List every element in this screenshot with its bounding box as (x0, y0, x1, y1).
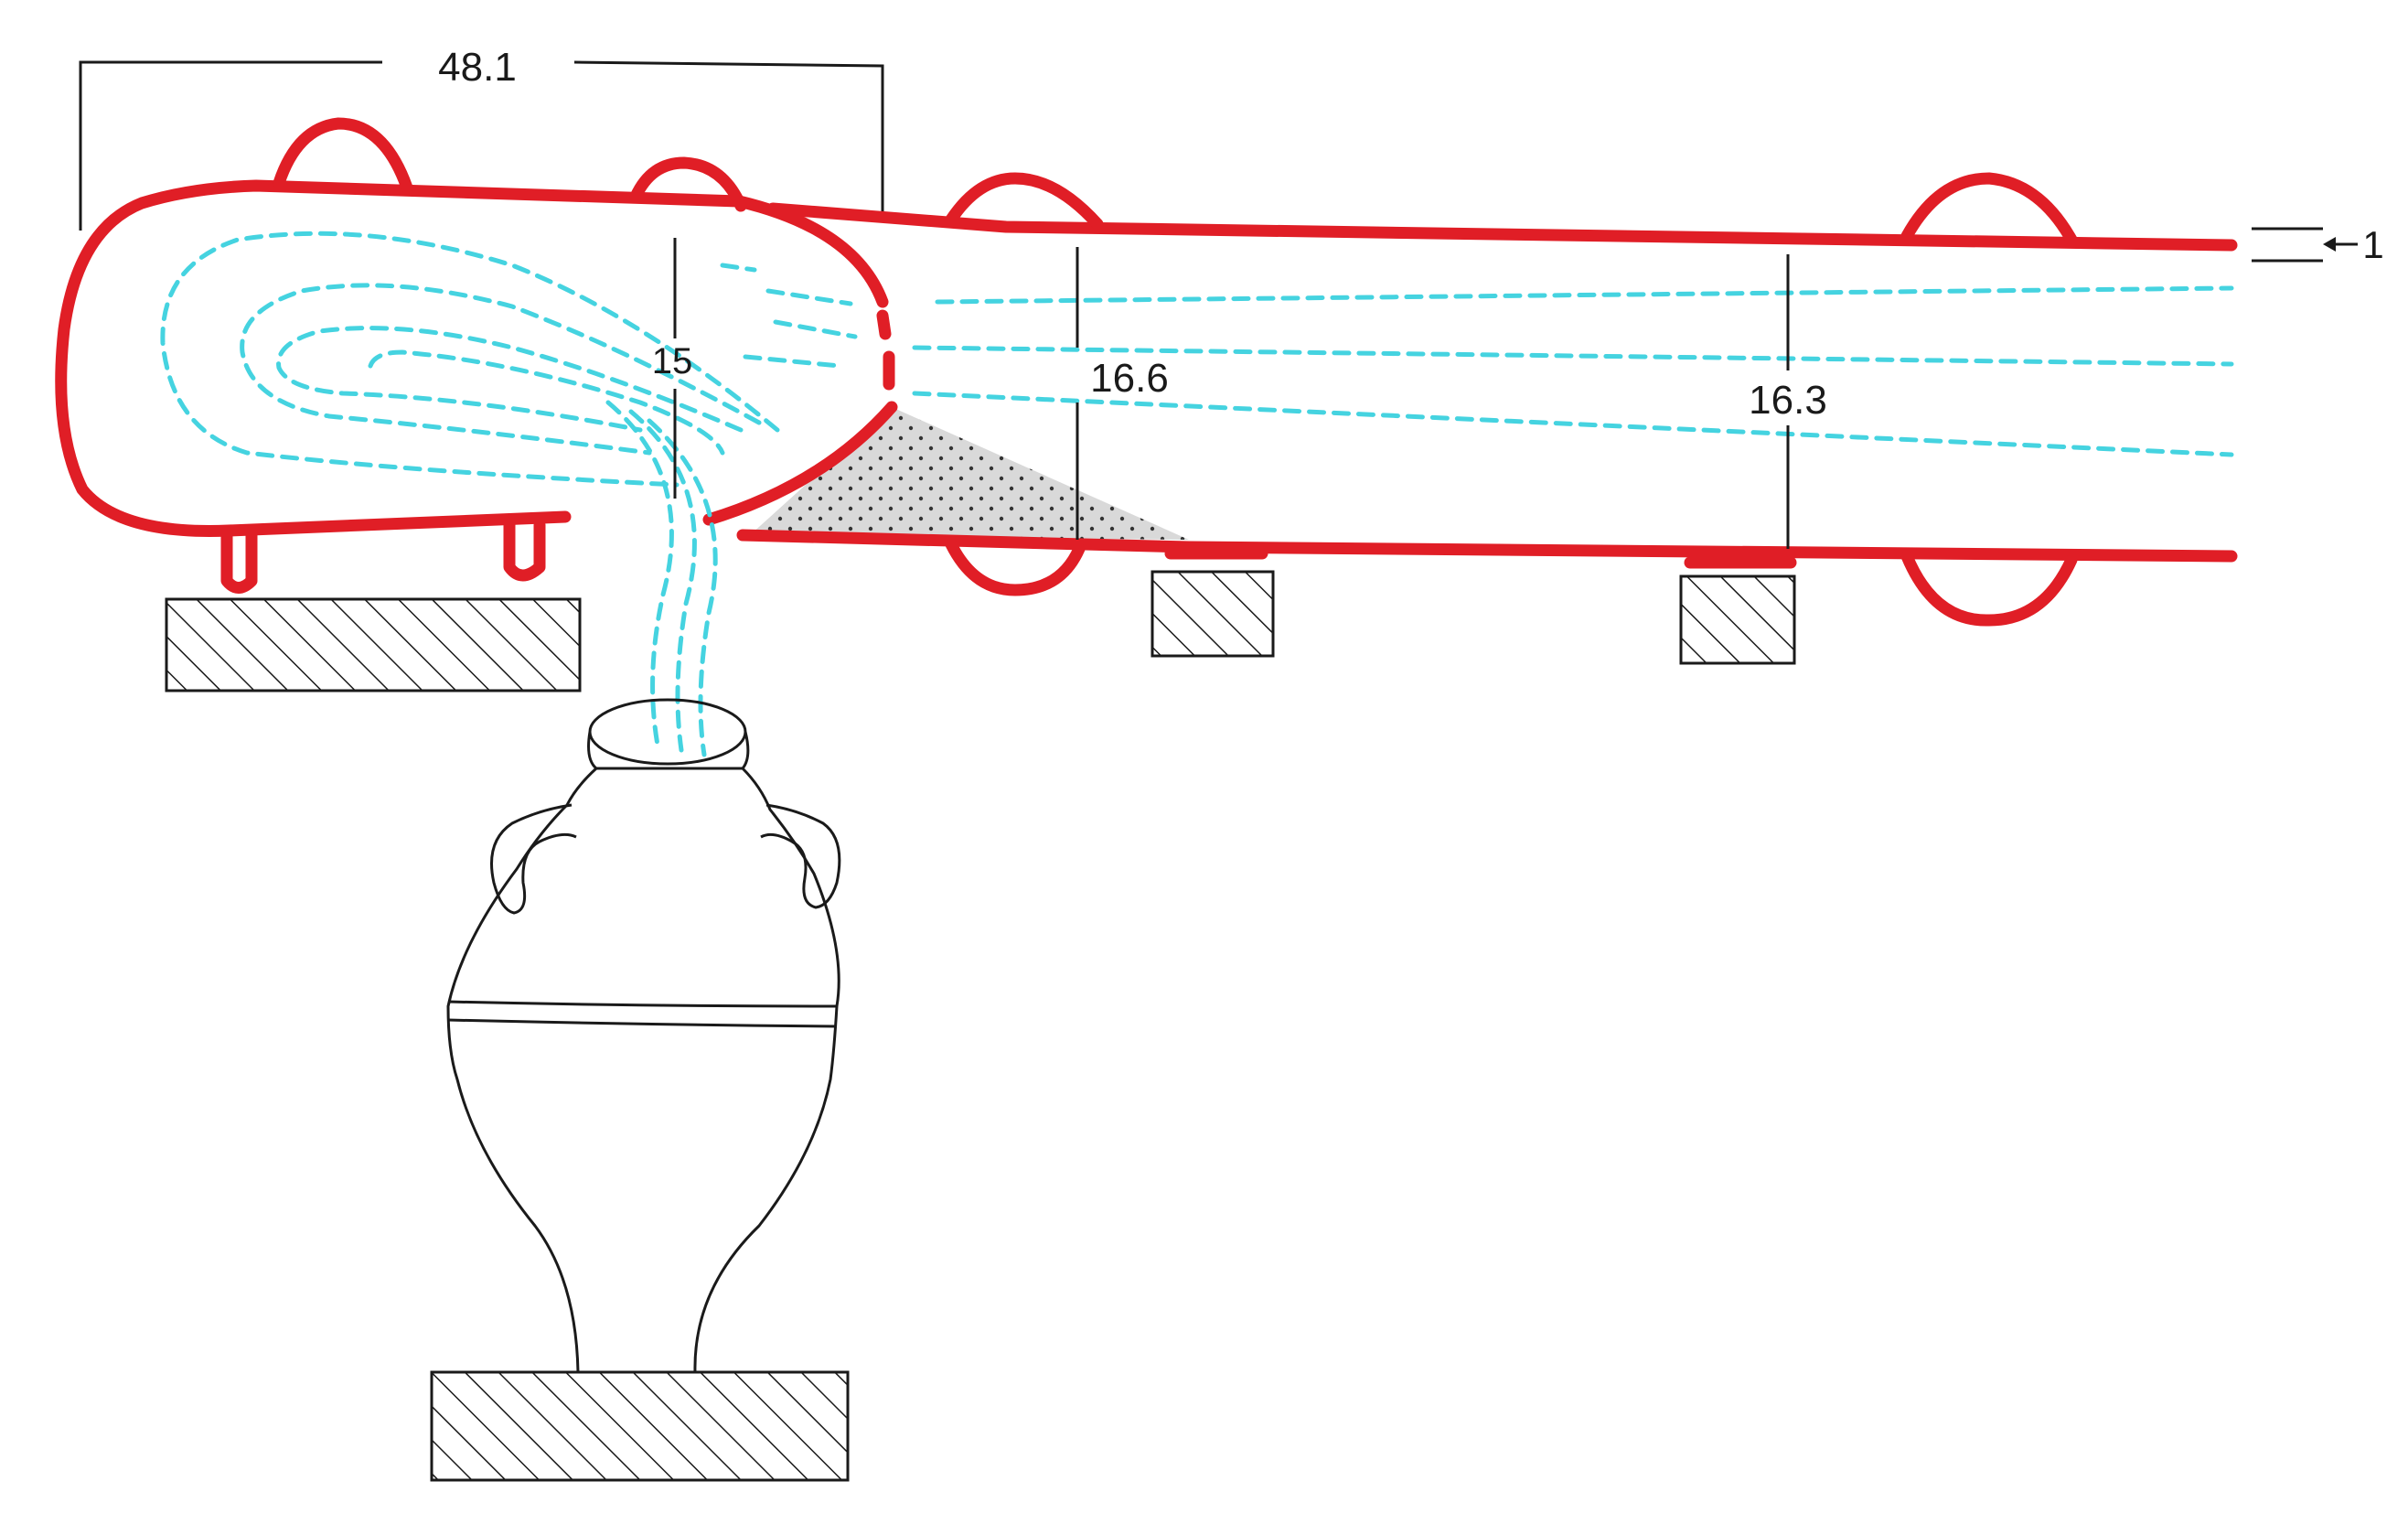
main-pipe (736, 172, 2238, 627)
amphora-handle-left (490, 803, 577, 915)
pipe-bottom-wall (736, 529, 2238, 563)
head-wall-dash (876, 309, 892, 340)
pipe-height-dimension-1: 16.6 (1076, 247, 1169, 540)
settling-head (55, 117, 898, 594)
pipe-height-label-2: 16.3 (1749, 378, 1827, 423)
head-foot (503, 519, 546, 582)
wall-thickness-label: 1 (2362, 223, 2383, 266)
amphora-band (447, 1000, 838, 1028)
pipe-support-block (1679, 574, 1796, 665)
head-top-bump (273, 117, 413, 194)
pipe-height-label-1: 16.6 (1090, 356, 1169, 401)
pipe-bottom-bump (945, 538, 1086, 596)
pipe-support-block (1150, 570, 1275, 658)
pipe-height-dimension-2: 16.3 (1749, 254, 1827, 549)
pipe-top-bump (1900, 172, 2078, 246)
head-support-block (165, 597, 582, 692)
flow-lines (160, 231, 2234, 757)
pipe-top-wall (766, 202, 2238, 252)
amphora (446, 698, 841, 1373)
jar-base-block (430, 1370, 850, 1482)
head-top-bump (629, 156, 747, 212)
length-label: 48.1 (438, 45, 517, 90)
head-height-label: 15 (652, 341, 693, 381)
amphora-body (446, 767, 840, 1373)
pipe-top-bump (945, 172, 1104, 231)
amphora-mouth (588, 698, 747, 766)
length-dimension: 48.1 (79, 45, 884, 231)
amphora-handle-right (760, 803, 841, 909)
wall-thickness-dimension: 1 (2252, 223, 2384, 266)
head-outlet-lip (702, 401, 898, 526)
head-foot (220, 526, 258, 594)
pipe-bottom-bump (1900, 550, 2078, 627)
head-height-dimension: 15 (652, 238, 693, 499)
